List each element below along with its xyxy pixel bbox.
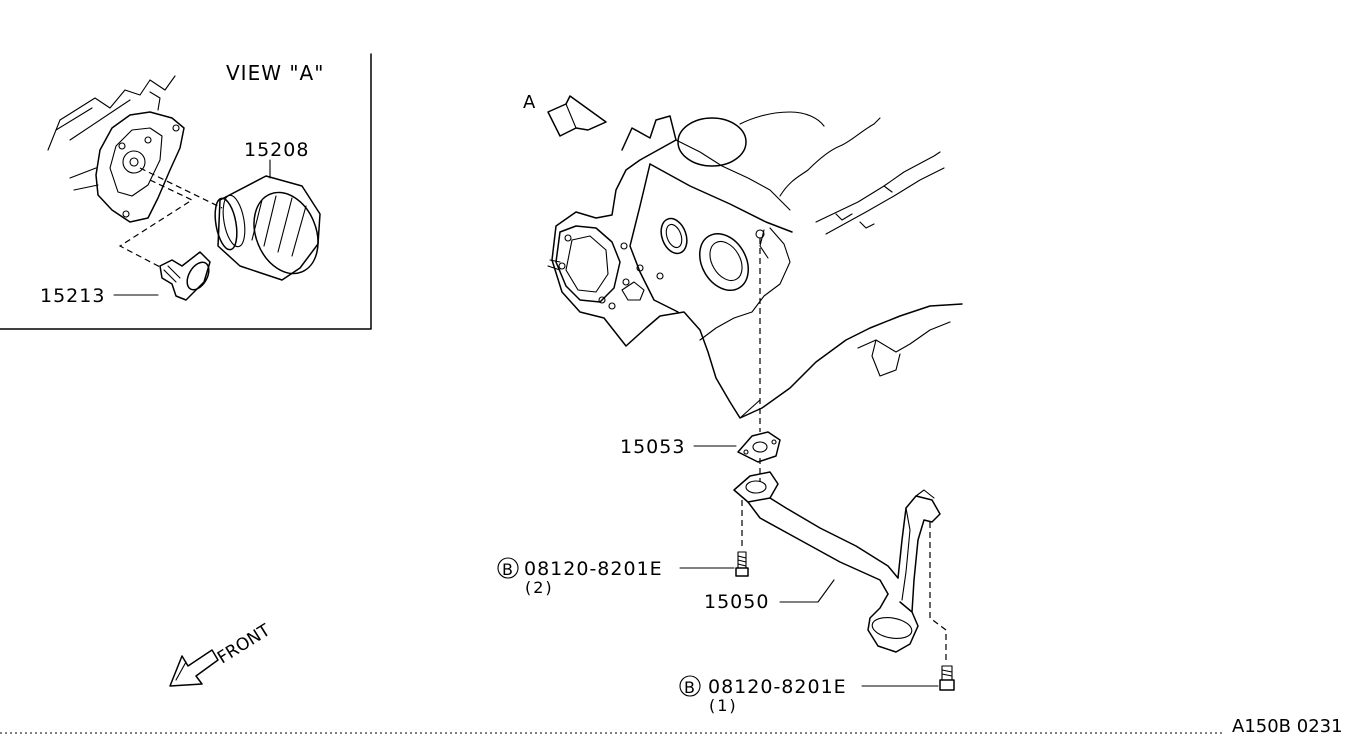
bolt-upper-code: 08120-8201E [524, 558, 663, 580]
connector-icon [159, 251, 211, 301]
oil-strainer-icon [733, 471, 941, 653]
bolt-lower-badge [679, 675, 701, 697]
bolt-upper-callout: B 08120-8201E (2) [497, 557, 663, 597]
front-direction-arrow: FRONT [169, 620, 274, 687]
view-a-arrow-label: A [523, 92, 536, 113]
part-15053-label: 15053 [620, 436, 685, 458]
bolt-upper-badge-letter: B [502, 560, 513, 579]
inset-block-fragment [47, 75, 176, 151]
gasket-icon [737, 431, 781, 463]
bolt-upper-badge [497, 557, 519, 579]
inset-title: VIEW "A" [226, 61, 324, 85]
bolt-lower-badge-letter: B [684, 678, 695, 697]
bolt-lower-callout: B 08120-8201E (1) [679, 675, 847, 715]
inset-view-a: VIEW "A" 15 [0, 53, 372, 330]
bolt-lower-qty: (1) [709, 696, 738, 715]
bolt-upper-qty: (2) [525, 578, 554, 597]
oil-filter-icon [214, 175, 321, 281]
part-15208-label: 15208 [244, 139, 309, 161]
bolt-lower-code: 08120-8201E [708, 676, 847, 698]
part-15213-label: 15213 [40, 285, 105, 307]
filter-bracket [69, 111, 185, 223]
leader-15050 [779, 579, 835, 603]
diagram-code: A150B 0231 [1232, 716, 1343, 736]
bolt-upper-icon [735, 500, 749, 577]
front-label: FRONT [214, 620, 274, 668]
bolt-lower-icon [939, 665, 955, 691]
engine-front-cover [547, 111, 963, 419]
inset-frame [0, 53, 372, 330]
part-15050-label: 15050 [704, 591, 769, 613]
view-a-arrow: A [523, 92, 607, 137]
